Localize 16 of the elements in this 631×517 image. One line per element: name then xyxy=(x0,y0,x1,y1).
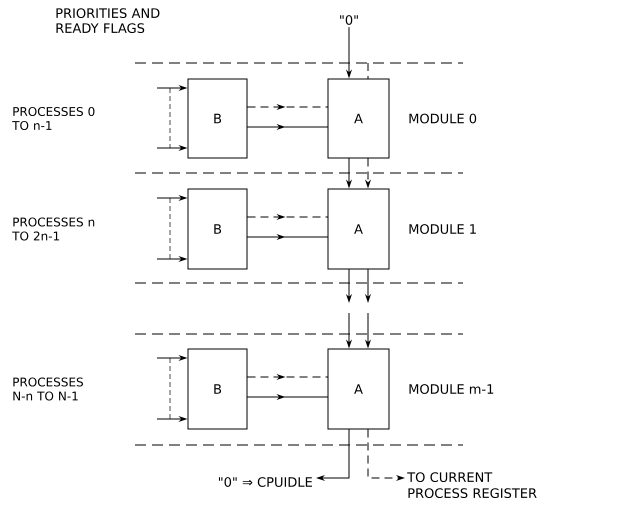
logic-box: B xyxy=(188,348,248,430)
module-label: MODULE 1 xyxy=(409,224,476,234)
process-label: PROCESSES n TO 2n-1 xyxy=(12,217,94,241)
logic-box: A xyxy=(328,348,390,430)
output-label: TO CURRENT PROCESS REGISTER xyxy=(407,472,537,498)
output-label: "0" ⇒ CPUIDLE xyxy=(218,477,312,487)
logic-box: A xyxy=(328,78,390,158)
process-label: PROCESSES 0 TO n-1 xyxy=(12,106,94,130)
process-label: PROCESSES N-n TO N-1 xyxy=(13,377,83,401)
module-label: MODULE 0 xyxy=(409,114,476,124)
heading: PRIORITIES AND READY FLAGS xyxy=(56,8,160,34)
logic-box: A xyxy=(328,188,390,270)
module-label: MODULE m-1 xyxy=(409,384,494,394)
logic-box: B xyxy=(188,188,248,270)
input-label: "0" xyxy=(340,15,358,25)
logic-box: B xyxy=(188,78,248,158)
